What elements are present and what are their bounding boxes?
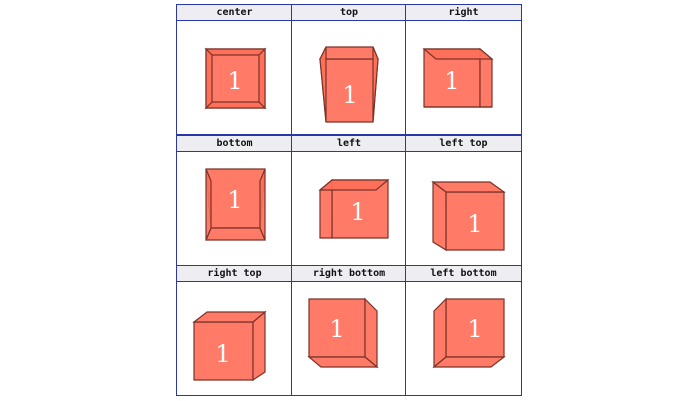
cell-label: right top bbox=[177, 266, 292, 282]
cube-left: 1 bbox=[318, 178, 390, 239]
cell-left-top: left top 1 bbox=[405, 135, 522, 266]
front-face-label: 1 bbox=[342, 81, 357, 109]
top-face bbox=[431, 181, 506, 193]
top-face bbox=[204, 48, 267, 56]
bottom-face bbox=[432, 356, 506, 368]
front-face-label: 1 bbox=[467, 210, 482, 238]
cube-left-bottom: 1 bbox=[432, 297, 506, 369]
cell-label: left bottom bbox=[406, 266, 521, 282]
cube-right-bottom: 1 bbox=[307, 297, 379, 369]
cell-right: right 1 bbox=[405, 4, 522, 135]
cube-left-top: 1 bbox=[431, 180, 506, 252]
cell-right-top: right top 1 bbox=[176, 265, 293, 396]
cell-right-bottom: right bottom 1 bbox=[291, 265, 407, 396]
cell-label: right bottom bbox=[292, 266, 406, 282]
right-face bbox=[252, 310, 266, 382]
bottom-face bbox=[204, 101, 267, 109]
front-face-label: 1 bbox=[227, 186, 242, 214]
top-face bbox=[319, 46, 379, 60]
right-face bbox=[258, 47, 266, 110]
cube-right: 1 bbox=[422, 47, 494, 108]
cube-right-top: 1 bbox=[192, 310, 267, 382]
front-face-label: 1 bbox=[467, 315, 482, 343]
front-face-label: 1 bbox=[350, 198, 365, 226]
top-face bbox=[192, 311, 267, 323]
right-face bbox=[259, 168, 266, 241]
cell-label: right bbox=[406, 5, 521, 21]
left-face bbox=[319, 46, 327, 123]
cell-top: top 1 bbox=[291, 4, 407, 135]
cube-bottom: 1 bbox=[205, 168, 266, 241]
cell-label: center bbox=[177, 5, 292, 21]
left-face bbox=[432, 180, 447, 252]
cell-label: left bbox=[292, 136, 406, 152]
top-face bbox=[318, 179, 390, 191]
front-face-label: 1 bbox=[329, 315, 344, 343]
cube-top: 1 bbox=[319, 46, 379, 123]
left-face bbox=[205, 47, 213, 110]
cube-center: 1 bbox=[204, 47, 267, 110]
left-face bbox=[433, 297, 447, 369]
cell-left-bottom: left bottom 1 bbox=[405, 265, 522, 396]
top-face bbox=[422, 48, 494, 60]
front-face-label: 1 bbox=[227, 67, 242, 95]
cell-label: left top bbox=[406, 136, 521, 152]
cell-left: left 1 bbox=[291, 135, 407, 266]
cell-label: top bbox=[292, 5, 406, 21]
right-face bbox=[372, 46, 379, 123]
front-face-label: 1 bbox=[444, 67, 459, 95]
right-face bbox=[364, 297, 378, 369]
perspective-origin-grid: center 1 top 1 right bbox=[176, 4, 522, 396]
front-face-label: 1 bbox=[215, 340, 230, 368]
cell-label: bottom bbox=[177, 136, 292, 152]
bottom-face bbox=[307, 356, 379, 368]
cell-bottom: bottom 1 bbox=[176, 135, 293, 266]
cell-center: center 1 bbox=[176, 4, 293, 135]
bottom-face bbox=[205, 227, 266, 241]
left-face bbox=[205, 168, 212, 241]
